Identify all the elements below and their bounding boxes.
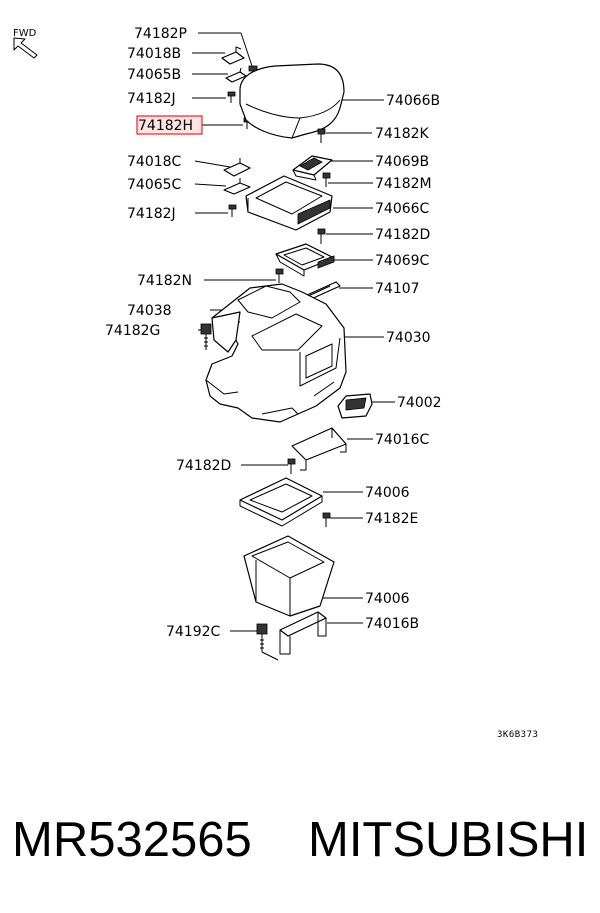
label-74006-box: 74006	[365, 591, 410, 607]
label-74107: 74107	[375, 281, 420, 297]
label-74066B: 74066B	[386, 93, 440, 109]
part-74069B-latch	[292, 155, 333, 181]
leader-lines	[192, 32, 395, 632]
fwd-arrow-icon	[13, 37, 38, 59]
label-74065C: 74065C	[127, 177, 182, 193]
fwd-label: FWD	[13, 28, 37, 39]
part-74182K-screw	[317, 128, 326, 143]
label-74038: 74038	[127, 303, 172, 319]
label-74182K: 74182K	[375, 126, 430, 142]
label-74182J-mid: 74182J	[127, 206, 176, 222]
label-74182G: 74182G	[105, 323, 160, 339]
part-74018C-clip	[223, 158, 251, 177]
label-74030: 74030	[386, 330, 431, 346]
part-74038-panel	[211, 311, 241, 353]
label-74182H: 74182H	[138, 118, 193, 134]
part-74018B-clip	[221, 46, 245, 65]
label-74182N: 74182N	[137, 273, 192, 289]
label-74069B: 74069B	[375, 154, 429, 170]
caption-brand: MITSUBISHI	[308, 813, 588, 867]
label-74006-tray: 74006	[365, 485, 410, 501]
part-74182J-screw-mid	[228, 204, 237, 217]
part-74182D-screw-low	[287, 458, 296, 474]
part-74182J-screw-top	[227, 91, 236, 103]
label-74016B: 74016B	[365, 616, 419, 632]
part-74002-cup-holder	[337, 393, 373, 419]
label-74065B: 74065B	[127, 67, 181, 83]
label-74002: 74002	[397, 395, 442, 411]
part-74065C-bracket	[223, 178, 251, 195]
label-74018B: 74018B	[127, 46, 181, 62]
label-74016C: 74016C	[375, 432, 430, 448]
label-74182M: 74182M	[375, 176, 432, 192]
part-74069C-hinge-plate	[275, 243, 335, 277]
part-74016C-bracket	[291, 427, 347, 471]
callout-labels: 74182P 74018B 74065B 74182J 74182H 74066…	[105, 26, 442, 640]
part-74182D-screw	[317, 228, 326, 244]
label-74182D-low: 74182D	[176, 458, 231, 474]
label-74182D: 74182D	[375, 227, 430, 243]
part-74192C-bolt	[256, 623, 279, 661]
label-74182E: 74182E	[365, 511, 418, 527]
diagram-code: 3K6B373	[497, 730, 538, 740]
label-74066C: 74066C	[375, 201, 430, 217]
part-74006-tray-frame	[239, 477, 323, 527]
part-74182M-screw	[322, 172, 331, 187]
part-74006-storage-bin	[243, 535, 335, 617]
part-74066C-inner-lid	[245, 175, 333, 231]
part-74030-console-body	[205, 283, 347, 423]
label-74192C: 74192C	[166, 624, 221, 640]
fwd-indicator: FWD	[13, 28, 38, 59]
label-74182J-top: 74182J	[127, 91, 176, 107]
label-74018C: 74018C	[127, 154, 182, 170]
label-74069C: 74069C	[375, 253, 430, 269]
part-74182E-screw	[322, 512, 331, 527]
label-74182P: 74182P	[134, 26, 187, 42]
highlight-box-74182H	[136, 115, 203, 135]
part-74182N-screw	[275, 268, 284, 283]
part-74066B-armrest-lid	[239, 63, 345, 139]
caption-part-number: MR532565	[12, 813, 252, 867]
part-74182G-bolt	[200, 323, 212, 350]
part-74016B-bracket	[279, 611, 327, 655]
